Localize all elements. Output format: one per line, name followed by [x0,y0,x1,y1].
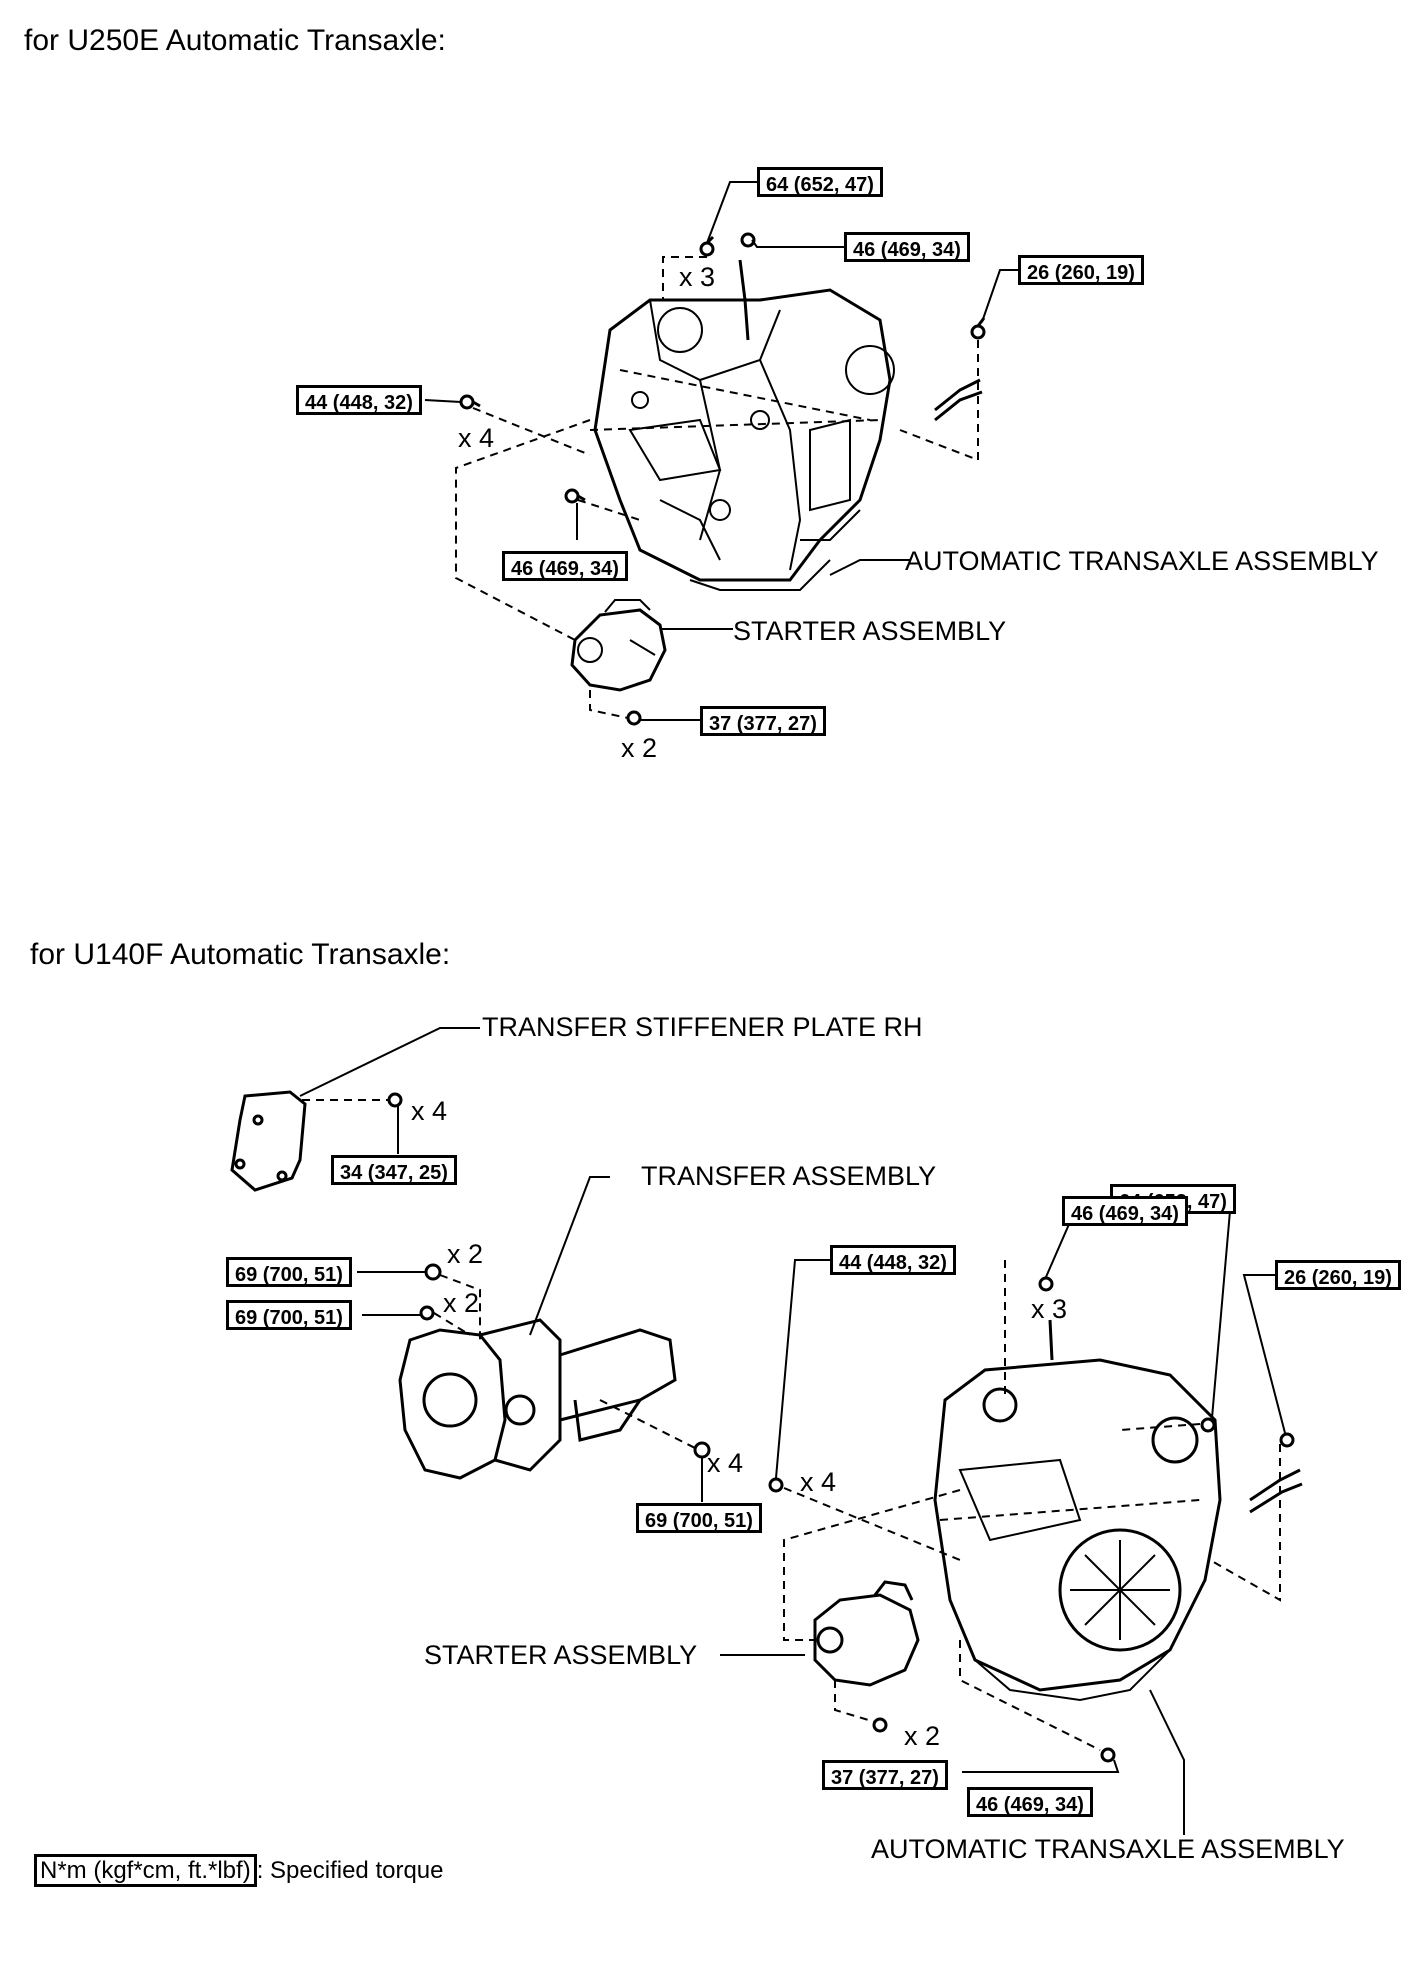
label-transfer-assembly: TRANSFER ASSEMBLY [641,1161,937,1191]
section-title-u250e: for U250E Automatic Transaxle: [24,24,446,57]
quantity-x3-top: x 3 [679,262,716,292]
bottom-bolts [387,1092,1295,1763]
torque-label-46-top-b: 46 (469, 34) [502,551,628,581]
torque-label-44-bottom: 44 (448, 32) [830,1245,956,1275]
torque-label-44-top: 44 (448, 32) [296,385,422,415]
top-bolts [459,232,986,726]
torque-label-69-bottom-a: 69 (700, 51) [226,1257,352,1287]
quantity-x4-top: x 4 [458,423,495,453]
quantity-x2-bottom-b: x 2 [443,1288,480,1318]
quantity-x4-transfer: x 4 [707,1448,744,1478]
section-title-u140f: for U140F Automatic Transaxle: [30,938,451,971]
bottom-dashed-lines [302,1099,1281,1751]
top-transaxle-illustration [593,259,983,591]
label-transfer-stiffener: TRANSFER STIFFENER PLATE RH [482,1012,923,1042]
quantity-x3-bottom: x 3 [1031,1294,1068,1324]
top-starter-illustration [570,599,667,692]
torque-label-37-bottom: 37 (377, 27) [822,1760,948,1790]
torque-label-34-bottom: 34 (347, 25) [331,1155,457,1185]
bottom-transfer-illustration [398,1318,677,1480]
torque-label-69-bottom-b: 69 (700, 51) [226,1300,352,1330]
bottom-transaxle-illustration [933,1319,1303,1702]
bottom-starter-illustration [813,1580,920,1687]
torque-label-26-top: 26 (260, 19) [1018,255,1144,285]
top-leader-lines [424,181,1018,721]
label-automatic-transaxle-bottom: AUTOMATIC TRANSAXLE ASSEMBLY [871,1834,1345,1864]
label-starter-bottom: STARTER ASSEMBLY [424,1640,698,1670]
torque-label-37-top: 37 (377, 27) [700,706,826,736]
bottom-stiffener-illustration [230,1090,307,1192]
quantity-x2-top: x 2 [621,733,658,763]
bottom-leader-lines [299,1027,1286,1835]
label-automatic-transaxle-top: AUTOMATIC TRANSAXLE ASSEMBLY [905,546,1379,576]
legend-text: : Specified torque [256,1857,444,1884]
top-dashed-lines [455,256,979,719]
torque-unit-legend: N*m (kgf*cm, ft.*lbf): Specified torque [34,1854,444,1887]
torque-label-46-bottom-b: 46 (469, 34) [967,1787,1093,1817]
torque-label-69-bottom-c: 69 (700, 51) [636,1503,762,1533]
torque-label-64-top: 64 (652, 47) [757,167,883,197]
quantity-x4-stiffener: x 4 [411,1096,448,1126]
torque-label-46-top-a: 46 (469, 34) [844,232,970,262]
torque-label-26-bottom: 26 (260, 19) [1275,1260,1401,1290]
quantity-x2-bottom-c: x 2 [904,1721,941,1751]
torque-label-46-bottom-a: 46 (469, 34) [1062,1196,1188,1226]
quantity-x4-bottom: x 4 [800,1467,837,1497]
quantity-x2-bottom-a: x 2 [447,1239,484,1269]
label-starter-top: STARTER ASSEMBLY [733,616,1007,646]
legend-unit-box: N*m (kgf*cm, ft.*lbf) [34,1854,257,1887]
